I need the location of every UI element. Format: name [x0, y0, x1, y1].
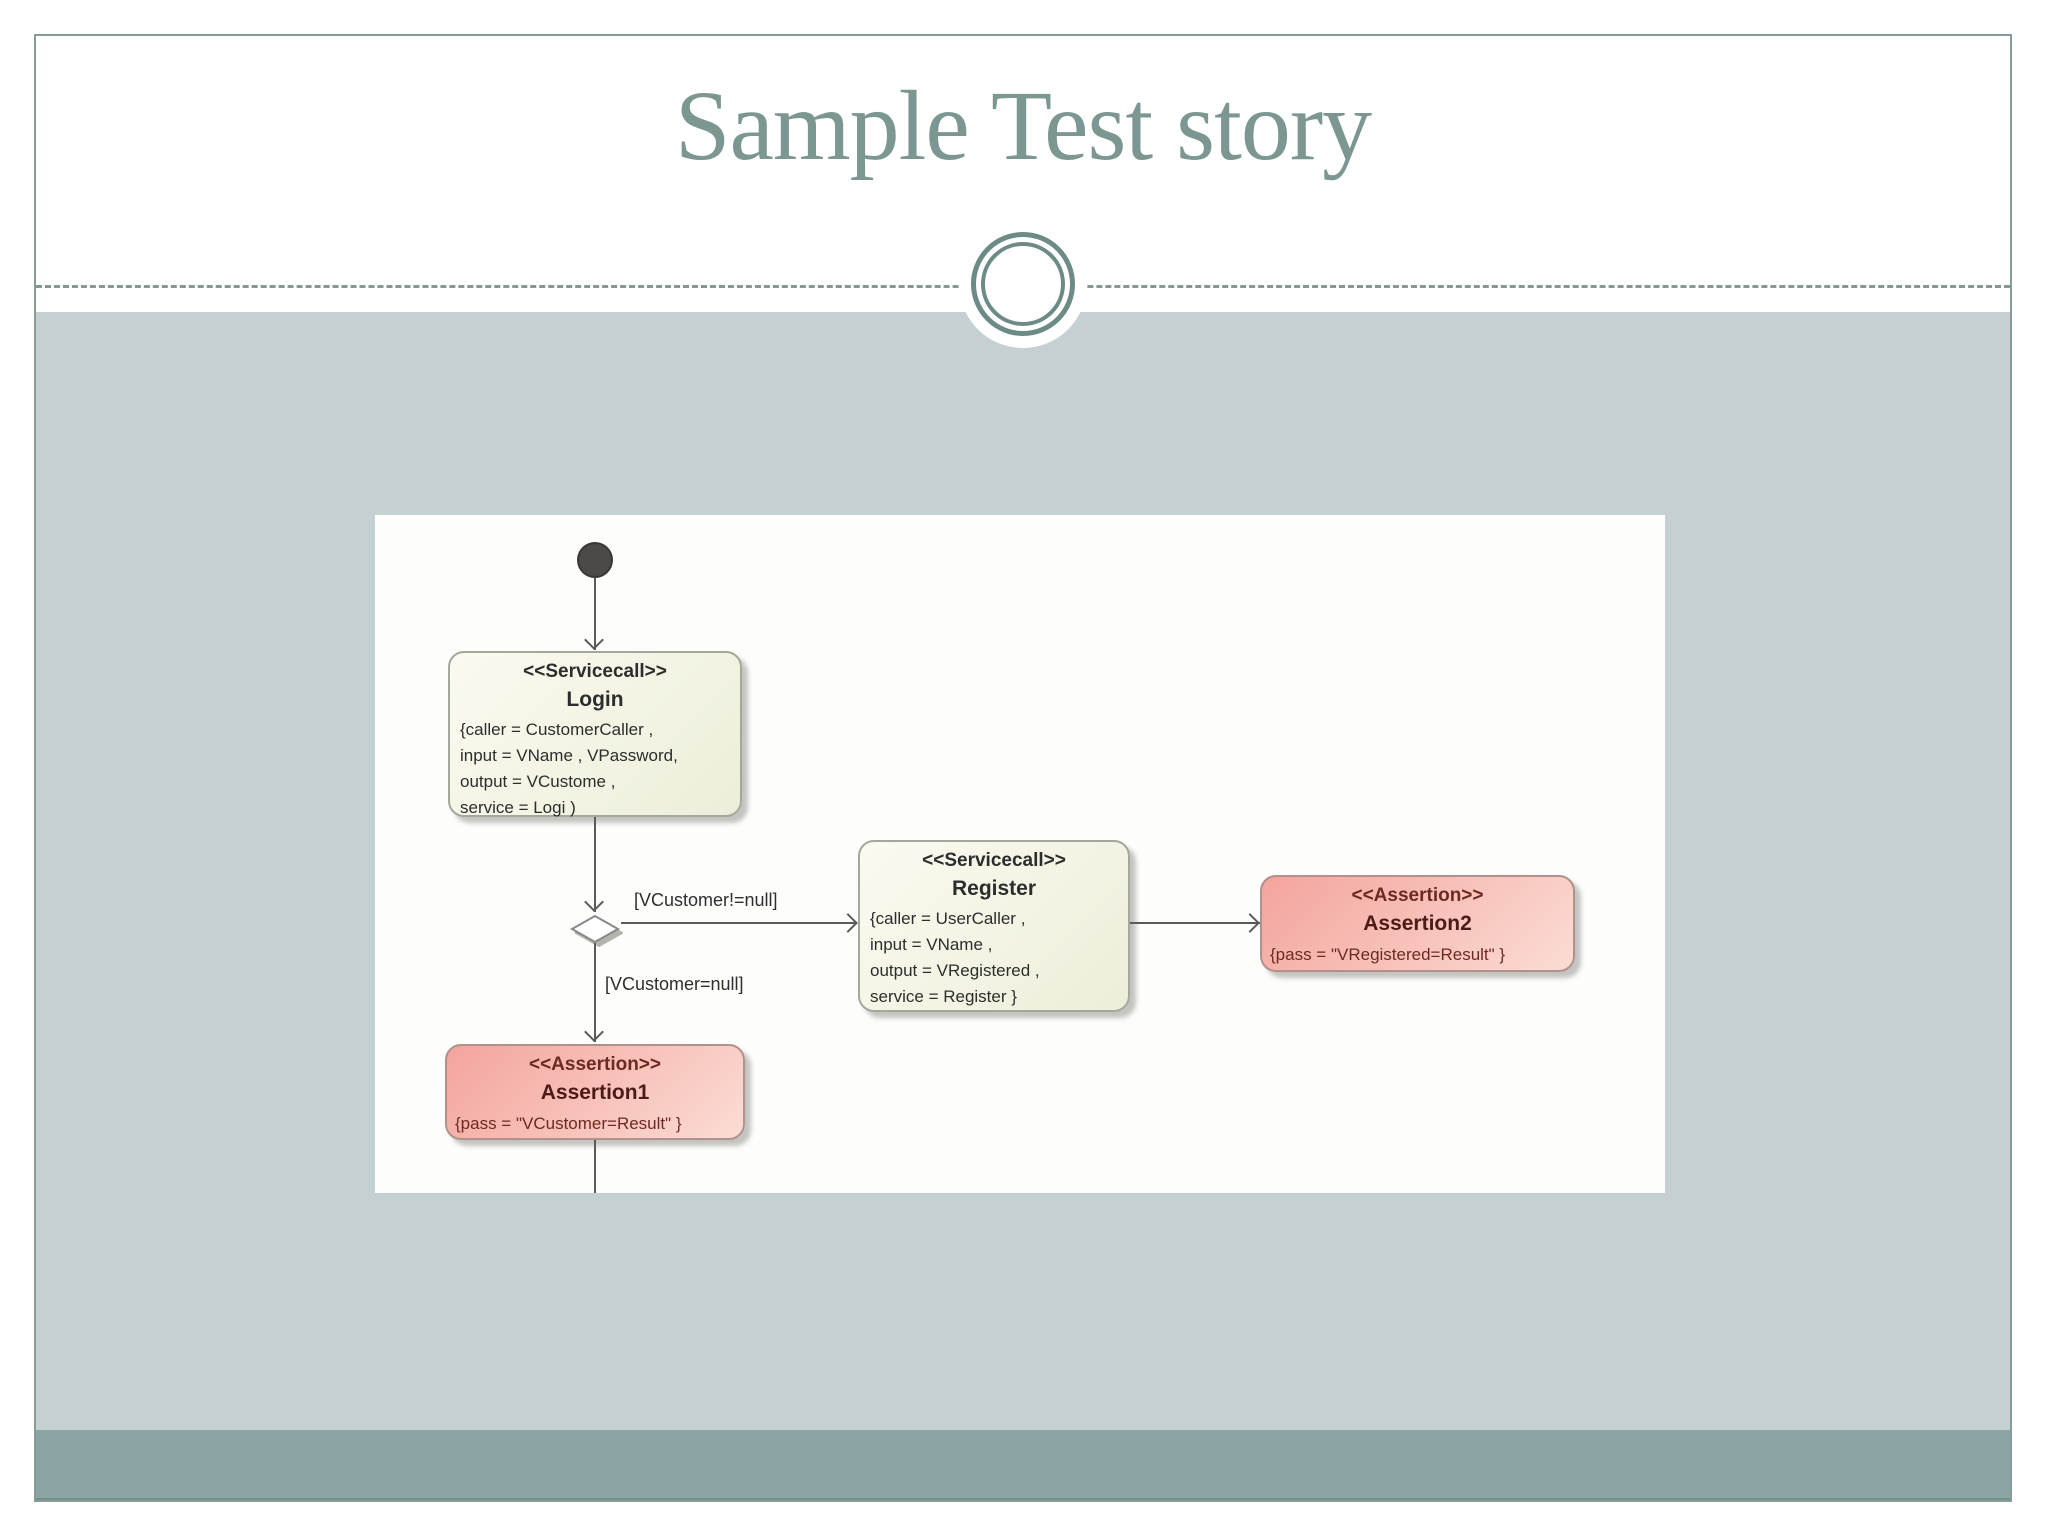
diagram-panel: <<Servicecall>> Login {caller = Customer…	[375, 515, 1665, 1193]
assertion-box-2: <<Assertion>> Assertion2 {pass = "VRegis…	[1260, 875, 1575, 972]
property-line: {caller = UserCaller ,	[870, 909, 1026, 929]
assertion-box-1: <<Assertion>> Assertion1 {pass = "VCusto…	[445, 1044, 745, 1140]
property-line: {pass = "VCustomer=Result" }	[455, 1114, 682, 1134]
property-line: input = VName , VPassword,	[460, 745, 678, 765]
arrowhead-right-icon	[838, 913, 858, 933]
property-line: service = Register }	[870, 986, 1017, 1006]
property-line: input = VName ,	[870, 934, 993, 954]
slide-frame: Sample Test story <<Servicecall>> Login …	[34, 34, 2012, 1502]
flow-line-assertion1-continuation	[594, 1140, 596, 1193]
flow-line-decision-to-assertion1	[594, 943, 596, 1042]
property-line: service = Logi )	[460, 797, 576, 817]
decision-diamond-icon	[569, 914, 623, 948]
guard-label-not-null: [VCustomer!=null]	[634, 890, 778, 910]
activity-box-login: <<Servicecall>> Login {caller = Customer…	[448, 651, 742, 817]
property-line: output = VRegistered ,	[870, 960, 1040, 980]
stereotype-label: <<Assertion>>	[528, 1054, 662, 1075]
node-properties: {caller = CustomerCaller , input = VName…	[450, 717, 740, 820]
property-line: {pass = "VRegistered=Result" }	[1270, 945, 1506, 965]
node-name: Assertion1	[540, 1080, 650, 1104]
node-name: Register	[951, 876, 1037, 900]
flow-line-decision-to-register	[621, 922, 857, 924]
flow-line-initial-to-login	[594, 578, 596, 650]
stereotype-label: <<Assertion>>	[1351, 885, 1484, 906]
ornament-inner-ring-icon	[981, 242, 1065, 326]
arrowhead-right-icon	[1240, 913, 1260, 933]
node-name: Login	[566, 687, 624, 711]
flow-line-login-to-decision	[594, 817, 596, 912]
stereotype-label: <<Servicecall>>	[523, 661, 667, 682]
footer-bar	[36, 1430, 2010, 1500]
arrowhead-down-icon	[584, 1022, 604, 1042]
node-name: Assertion2	[1363, 911, 1472, 935]
guard-label-null: [VCustomer=null]	[605, 974, 744, 994]
property-line: {caller = CustomerCaller ,	[460, 720, 654, 740]
divider-circle-ornament	[959, 220, 1087, 348]
node-properties: {caller = UserCaller , input = VName , o…	[860, 906, 1128, 1009]
arrowhead-down-icon	[584, 630, 604, 650]
stereotype-label: <<Servicecall>>	[922, 850, 1066, 871]
activity-box-register: <<Servicecall>> Register {caller = UserC…	[858, 840, 1130, 1012]
slide-title: Sample Test story	[674, 70, 1372, 181]
initial-node-icon	[577, 542, 613, 578]
flow-line-register-to-assertion2	[1130, 922, 1260, 924]
ornament-outer-ring-icon	[971, 232, 1075, 336]
arrowhead-down-icon	[584, 892, 604, 912]
property-line: output = VCustome ,	[460, 771, 616, 791]
